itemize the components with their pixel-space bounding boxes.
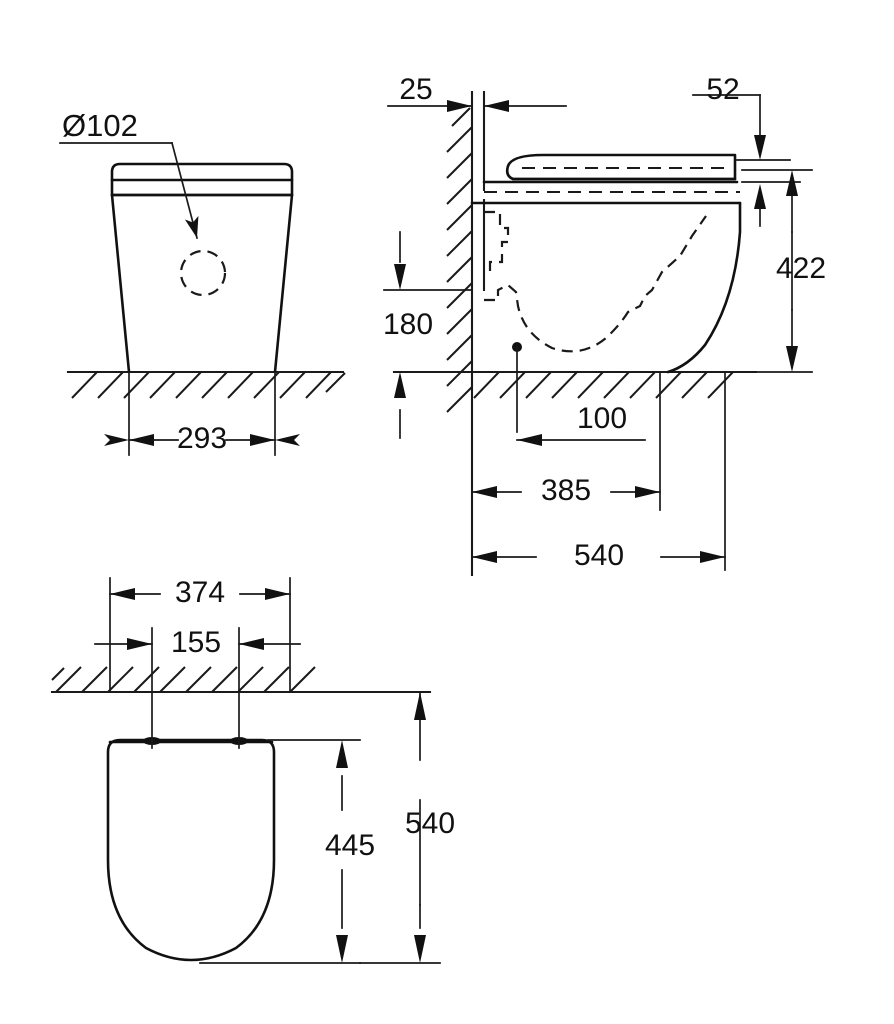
plan-bolt-155-dimension: [94, 627, 301, 749]
side-hidden-inlet-step: [484, 210, 510, 272]
front-diameter-leader: [59, 141, 199, 240]
side-connection-height-label: 180: [383, 308, 433, 341]
side-seat-height-dimension: [692, 94, 801, 227]
side-connection-height-dimension: [383, 231, 473, 439]
plan-wall-hatching: [51, 666, 316, 693]
side-seat-height-label: 52: [706, 73, 739, 106]
side-outlet-offset-label: 100: [577, 402, 627, 435]
side-wall-thickness-dimension: [387, 100, 567, 112]
side-floor-hatching: [473, 371, 734, 399]
front-bowl-left-edge: [110, 193, 131, 374]
side-bowl-outer-profile: [666, 201, 742, 374]
front-outlet-circle-hidden: [179, 249, 227, 297]
view-front-elevation: Ø102 293: [59, 108, 346, 456]
side-wall-thickness-label: 25: [399, 73, 432, 106]
front-diameter-label: Ø102: [62, 108, 138, 143]
side-depth-385-dimension: [471, 371, 661, 571]
plan-width-374-dimension: [109, 577, 291, 693]
plan-depth-540-label: 540: [405, 807, 455, 840]
front-width-label: 293: [177, 422, 227, 455]
plan-depth-445-label: 445: [325, 829, 375, 862]
front-width-dimension: [104, 371, 300, 456]
side-wall-extension-ticks: [471, 91, 485, 107]
plan-depth-445-dimension: [199, 739, 361, 964]
view-plan: 374 155 445: [50, 576, 455, 964]
side-depth-540-label: 540: [574, 539, 624, 572]
front-floor-hatching: [71, 371, 346, 399]
plan-depth-540-dimension: [359, 691, 441, 964]
side-outlet-offset-dimension: [516, 434, 646, 446]
side-rim-height-label: 422: [776, 252, 826, 285]
side-wall-hatching: [446, 107, 473, 413]
plan-seat-outline: [106, 738, 276, 962]
front-tank-top: [110, 162, 294, 197]
plan-bolt-155-label: 155: [171, 626, 221, 659]
side-depth-385-label: 385: [541, 474, 591, 507]
side-hidden-bowl-interior: [484, 215, 707, 353]
view-side-section: 25 52 422: [383, 73, 826, 577]
front-bowl-right-edge: [273, 193, 294, 374]
side-depth-540-dimension: [471, 371, 726, 571]
plan-width-374-label: 374: [175, 576, 225, 609]
side-rim-height-dimension: [699, 169, 813, 373]
